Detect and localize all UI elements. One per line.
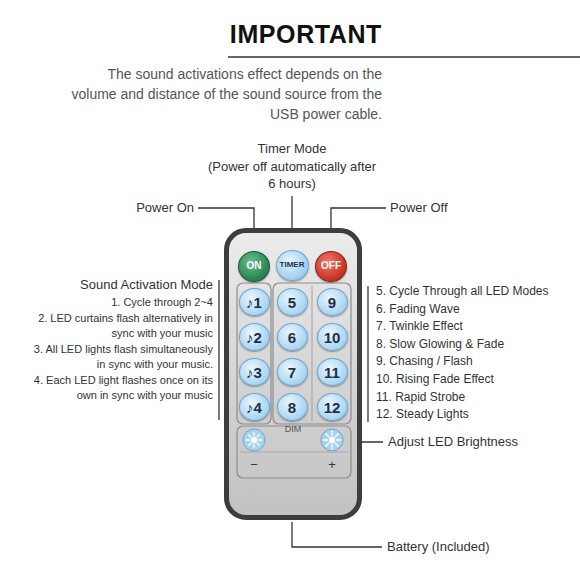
sun-ray: [323, 439, 327, 440]
button-group-outline: [237, 283, 271, 424]
mode-item: 9. Chasing / Flash: [376, 353, 549, 371]
remote-button: 6: [277, 323, 308, 351]
sun-ray: [335, 443, 338, 446]
sun-ray: [331, 445, 332, 449]
remote-button: TIMER: [276, 250, 309, 281]
sun-ray: [259, 439, 262, 440]
button-group-outline: [273, 283, 351, 424]
title-rule: [228, 56, 580, 58]
note-text: The sound activations effect depends on …: [62, 64, 382, 124]
button-label: ♪4: [246, 400, 262, 415]
button-label: ♪2: [246, 330, 262, 345]
group-divider: [240, 452, 348, 453]
button-label: 7: [288, 365, 296, 380]
mode-item: 8. Slow Glowing & Fade: [376, 336, 549, 354]
brightness-button: [243, 429, 265, 451]
leader-group: [198, 57, 580, 547]
mode-list: 5. Cycle Through all LED Modes6. Fading …: [376, 283, 549, 424]
bracket-line: [367, 286, 368, 422]
leader-line: [292, 522, 382, 547]
sun-ray: [326, 443, 329, 446]
button-label: ♪3: [246, 365, 262, 380]
mode-item: 11. Rapid Strobe: [376, 389, 549, 407]
button-label: 12: [324, 400, 341, 415]
button-label: OFF: [321, 261, 341, 271]
callout-label: Battery (Included): [387, 539, 490, 554]
button-label: 5: [288, 295, 296, 310]
mode-item: 6. Fading Wave: [376, 301, 549, 319]
callout-label: Power On: [136, 200, 194, 215]
sun-ray: [253, 445, 254, 448]
mode-item: 5. Cycle Through all LED Modes: [376, 283, 549, 301]
remote-button: ♪1: [239, 288, 270, 316]
sun-icon: [251, 437, 257, 443]
remote-button: ♪2: [239, 323, 270, 351]
sun-icon: [329, 437, 335, 443]
group-divider: [312, 286, 313, 421]
sun-ray: [257, 435, 259, 437]
button-label: 11: [324, 365, 340, 380]
sun-ray: [246, 439, 249, 440]
sun-ray: [249, 435, 251, 437]
sun-ray: [331, 431, 332, 435]
sun-ray: [257, 443, 259, 445]
dim-sign: −: [250, 458, 258, 472]
button-label: TIMER: [280, 261, 305, 269]
button-label: 10: [324, 330, 341, 345]
mode-item: 3. All LED lights flash simultaneously i…: [6, 342, 213, 373]
mode-item: 10. Rising Fade Effect: [376, 371, 549, 389]
button-label: 9: [328, 295, 336, 310]
remote-button: 9: [317, 288, 348, 316]
remote-button: 10: [317, 323, 348, 351]
remote-button: 8: [277, 393, 308, 421]
button-label: 6: [288, 330, 296, 345]
remote-button: 12: [317, 393, 348, 421]
remote-button: 7: [277, 358, 308, 386]
dim-label: DIM: [285, 425, 302, 435]
group-heading: Sound Activation Mode: [6, 276, 213, 294]
dim-group-outline: [237, 426, 351, 478]
callout-label: Adjust LED Brightness: [388, 434, 518, 449]
callout-label: (Power off automatically after 6 hours): [206, 158, 378, 192]
title: IMPORTANT: [230, 20, 382, 49]
mode-item: 2. LED curtains flash alternatively in s…: [6, 311, 213, 342]
button-label: ON: [247, 261, 262, 271]
callout-label: Power Off: [390, 200, 448, 215]
bracket-line: [218, 280, 219, 420]
button-label: ♪1: [246, 295, 262, 310]
mode-item: 1. Cycle through 2~4: [6, 295, 213, 311]
sun-ray: [337, 439, 341, 440]
brightness-button: [321, 429, 343, 451]
callout-label: Timer Mode: [258, 141, 327, 156]
mode-item: 12. Steady Lights: [376, 406, 549, 424]
remote-button: 5: [277, 288, 308, 316]
sun-ray: [326, 434, 329, 437]
remote-button: ♪3: [239, 358, 270, 386]
sun-ray: [253, 432, 254, 435]
mode-item: 4. Each LED light flashes once on its ow…: [6, 373, 213, 404]
dim-sign: +: [328, 458, 336, 472]
remote-button: 11: [317, 358, 348, 386]
sound-mode-block: Sound Activation Mode1. Cycle through 2~…: [6, 276, 213, 404]
button-label: 8: [288, 400, 296, 415]
remote-button: ♪4: [239, 393, 270, 421]
sun-ray: [249, 443, 251, 445]
sun-ray: [335, 434, 338, 437]
remote-button: ON: [238, 251, 270, 282]
remote-button: OFF: [315, 251, 347, 282]
remote-control: DIM − + ON TIMER OFF ♪1 5 9 ♪2 6 10 ♪3 7 11 ♪4 8 12: [224, 228, 362, 520]
mode-item: 7. Twinkle Effect: [376, 318, 549, 336]
